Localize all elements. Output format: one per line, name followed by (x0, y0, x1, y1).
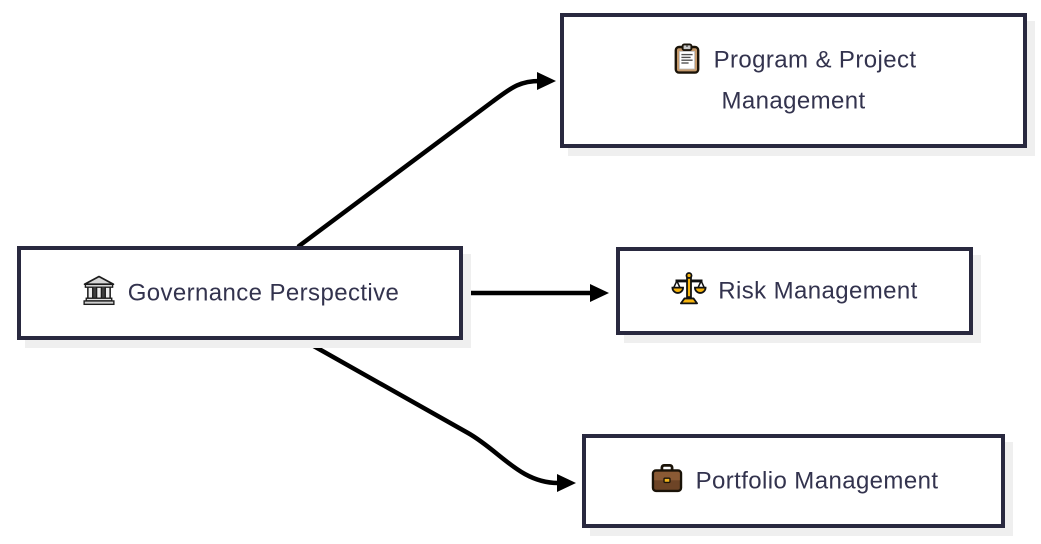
node-risk-management: Risk Management (616, 247, 973, 335)
briefcase-icon (651, 464, 682, 493)
balance-scale-icon (671, 272, 707, 305)
node-label: Program & Project Management (713, 46, 917, 115)
arrowhead-icon (590, 284, 609, 302)
node-program-project-management: Program & Project Management (560, 13, 1027, 148)
node-label: Governance Perspective (127, 279, 400, 307)
node-label: Portfolio Management (695, 467, 939, 495)
node-label: Risk Management (718, 277, 918, 305)
edge-governance-to-risk (461, 284, 609, 302)
edge-governance-to-portfolio (300, 337, 576, 492)
node-content: Governance Perspective (81, 273, 400, 314)
edge-governance-to-program (296, 72, 556, 249)
node-content: Portfolio Management (649, 461, 939, 502)
node-portfolio-management: Portfolio Management (582, 434, 1005, 528)
classical-building-icon (83, 276, 115, 306)
node-content: Program & Project Management (564, 40, 1023, 121)
node-content: Risk Management (671, 271, 917, 312)
node-governance-perspective: Governance Perspective (17, 246, 463, 340)
arrowhead-icon (557, 474, 576, 492)
arrowhead-icon (537, 72, 556, 90)
clipboard-icon (674, 42, 699, 74)
